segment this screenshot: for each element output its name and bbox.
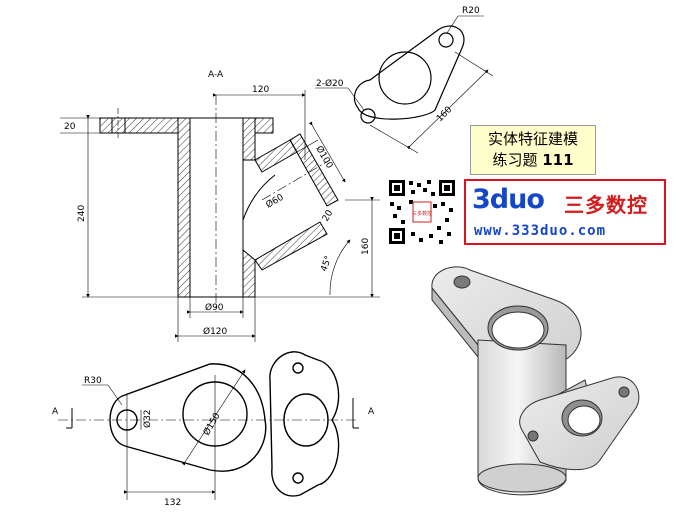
cut-marker-right: A — [368, 407, 375, 417]
dim-bore-diameter: Ø90 — [205, 302, 224, 313]
exercise-prefix: 练习题 — [492, 151, 538, 169]
brand-digit: 3 — [472, 184, 491, 215]
cut-marker-left: A — [52, 407, 59, 417]
dim-flange-thickness: 20 — [64, 122, 76, 132]
plan-view — [58, 351, 359, 500]
dim-top-radius: R20 — [462, 6, 480, 16]
dim-body-diameter: Ø120 — [203, 326, 228, 337]
section-label: A-A — [208, 70, 224, 80]
exercise-title-box: 实体特征建模 练习题 111 — [470, 125, 596, 175]
isometric-render — [431, 266, 640, 496]
exercise-number-line: 练习题 111 — [471, 150, 595, 171]
exercise-title: 实体特征建模 — [487, 130, 578, 148]
brand-wordmark: 3duo — [472, 184, 545, 215]
dim-plan-radius: R30 — [84, 376, 102, 386]
dim-top-length: 160 — [435, 105, 454, 124]
qr-code: 三多数控 — [387, 178, 457, 246]
dim-branch-inner: Ø60 — [264, 192, 286, 211]
exercise-number: 111 — [542, 151, 574, 169]
dim-branch-angle: 45° — [319, 255, 334, 273]
brand-chinese-name: 三多数控 — [564, 193, 648, 217]
dim-plan-length: 132 — [164, 498, 181, 508]
flange-detail-view — [315, 15, 494, 154]
section-view — [60, 90, 380, 342]
brand-url: www.333duo.com — [474, 223, 607, 239]
dim-branch-height: 160 — [361, 238, 371, 255]
dim-top-width: 120 — [252, 85, 269, 95]
brand-logo: 3duo 三多数控 www.333duo.com — [464, 179, 666, 245]
dim-total-height: 240 — [77, 205, 87, 222]
dim-plan-hole: Ø32 — [142, 409, 153, 428]
dim-top-hole-count: 2-Ø20 — [316, 78, 344, 89]
brand-word: duo — [489, 184, 545, 215]
qr-center-label: 三多数控 — [412, 210, 432, 217]
dim-branch-flange: 20 — [321, 208, 336, 223]
